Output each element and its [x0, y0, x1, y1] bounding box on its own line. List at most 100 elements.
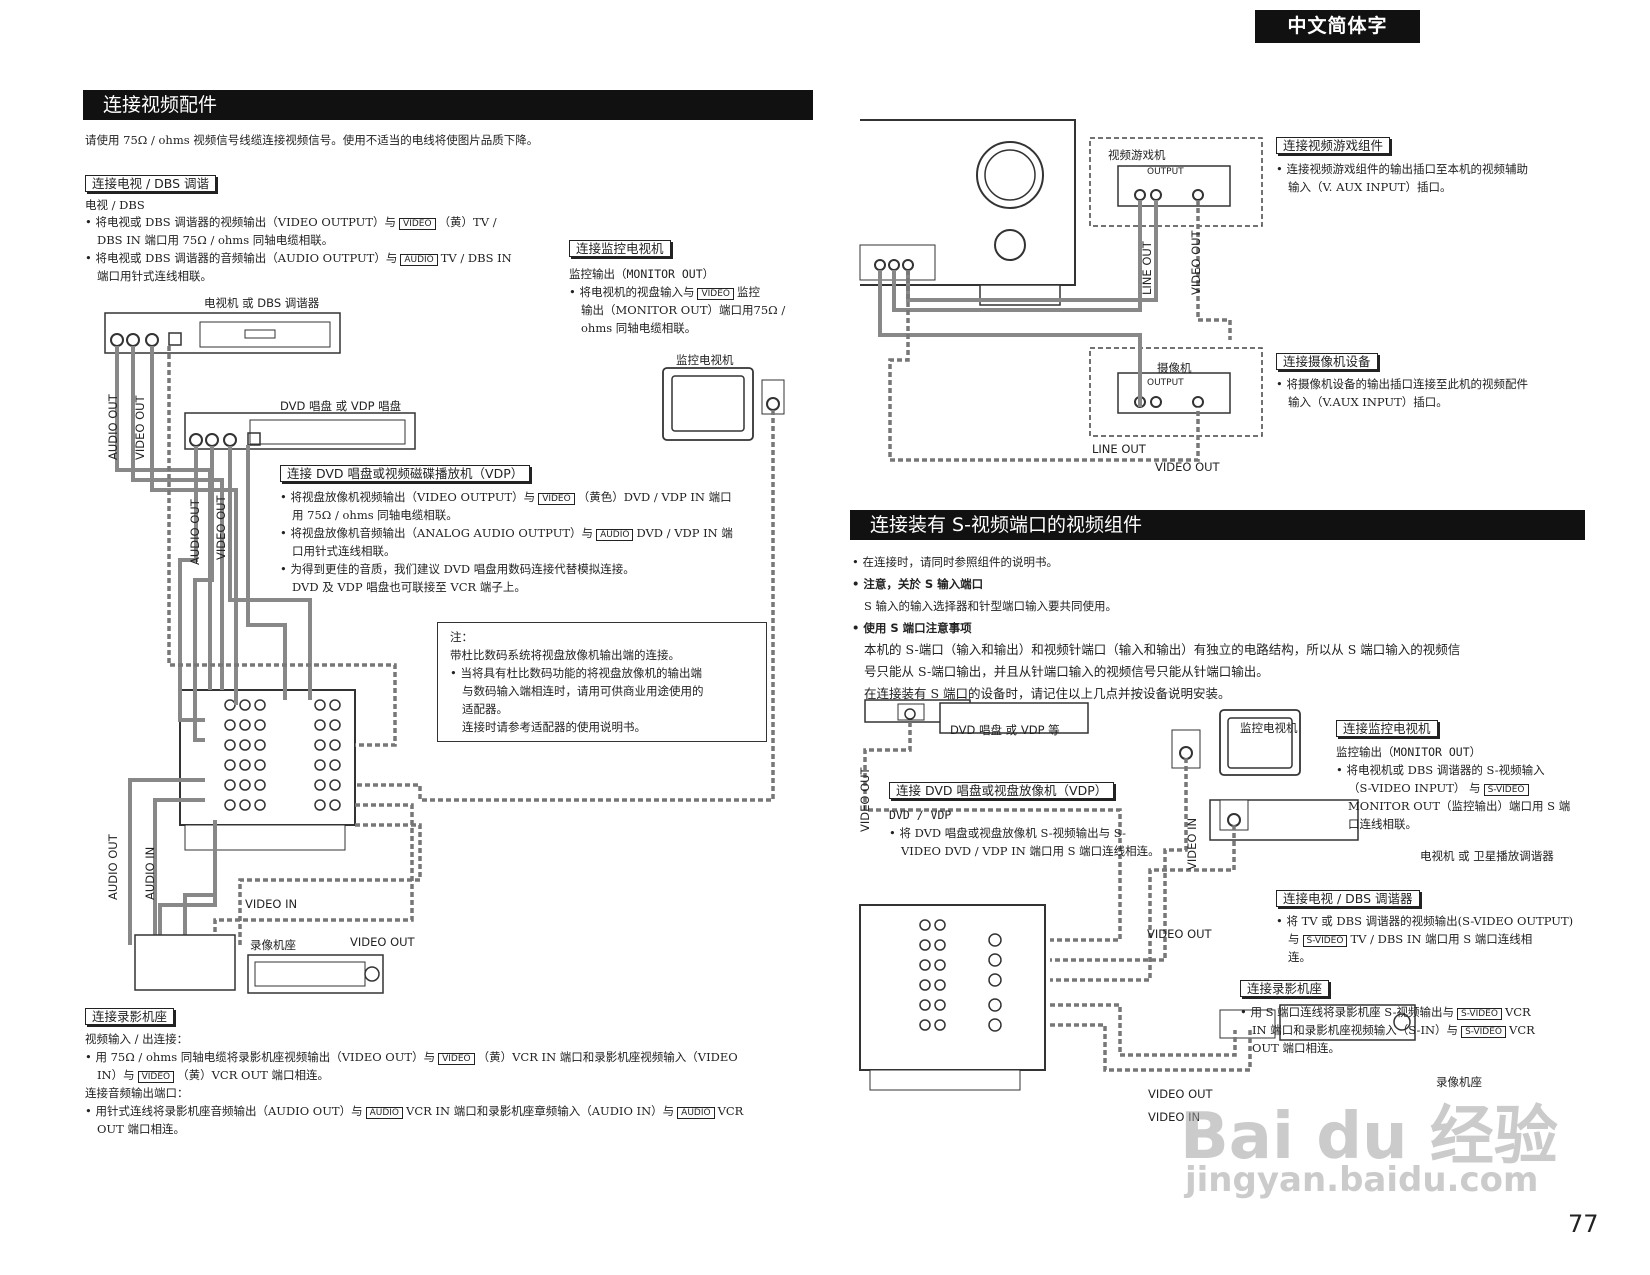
- audio-tag: AUDIO: [677, 1107, 715, 1119]
- camera-bullet-cont: 输入（V.AUX INPUT）插口。: [1288, 395, 1448, 409]
- game-bullet: 连接视频游戏组件的输出插口至本机的视频辅助: [1276, 160, 1528, 178]
- s-dvd-device: [939, 702, 1089, 734]
- audio-tag: AUDIO: [400, 254, 438, 266]
- video-out-label-2: VIDEO OUT: [214, 495, 228, 560]
- tv-dbs-heading: 连接电视 / DBS 调谐: [85, 175, 217, 192]
- vcr-sub-2: 连接音频输出端口：: [85, 1086, 189, 1100]
- s-monitor-video-in-label: VIDEO IN: [1185, 817, 1199, 870]
- dvd-heading: 连接 DVD 唱盘或视频磁碟播放机（VDP）: [280, 465, 531, 482]
- tv-dbs-bullet-1: 将电视或 DBS 调谐器的视频输出（VIDEO OUTPUT）与VIDEO（黄）…: [85, 213, 497, 231]
- dvd-bullet-3-cont: DVD 及 VDP 唱盘也可联接至 VCR 端子上。: [292, 580, 526, 594]
- watermark-url: jingyan.baidu.com: [1185, 1160, 1539, 1200]
- audio-tag: AUDIO: [596, 529, 634, 541]
- game-line-out-label: LINE OUT: [1140, 241, 1154, 295]
- s-video-tag: S-VIDEO: [1302, 935, 1348, 947]
- camera-device-label: 摄像机: [1157, 361, 1192, 375]
- s-dvd-bullet-cont: VIDEO DVD / VDP IN 端口用 S 端口连线相连。: [901, 844, 1160, 858]
- dvd-bullet-2: 将视盘放像机音频输出（ANALOG AUDIO OUTPUT）与AUDIODVD…: [280, 524, 733, 542]
- dvd-bullet-1-cont: 用 75Ω / ohms 同轴电缆相联。: [292, 508, 458, 522]
- vcr-heading: 连接录影机座: [85, 1008, 175, 1025]
- game-device-label: 视频游戏机: [1108, 148, 1166, 162]
- s-vcr-video-out-label: VIDEO OUT: [1148, 1087, 1213, 1101]
- audio-out-label-3: AUDIO OUT: [106, 834, 120, 900]
- camera-bullet: 将摄像机设备的输出插口连接至此机的视频配件: [1276, 375, 1528, 393]
- monitor-device-label: 监控电视机: [676, 353, 734, 367]
- receiver-back-panel: [179, 689, 356, 826]
- s-dvd-heading: 连接 DVD 唱盘或视盘放像机（VDP）: [889, 782, 1115, 799]
- note-title: 注：: [450, 630, 473, 644]
- dvd-bullet-2-cont: 口用针式连线相联。: [292, 544, 396, 558]
- note-bullet-cont1: 与数码输入端相连时，请用可供商业用途使用的: [462, 684, 704, 698]
- vcr-bullet-2-cont: OUT 端口相连。: [97, 1122, 185, 1136]
- monitor-sub: 监控输出（MONITOR OUT）: [569, 267, 715, 281]
- s-vcr-video-in-label: VIDEO IN: [1148, 1110, 1201, 1124]
- s-monitor-device-label: 监控电视机: [1240, 721, 1298, 735]
- s-dvd-video-out-label: VIDEO OUT: [858, 767, 872, 832]
- dvd-bullet-3: 为得到更佳的音质，我们建议 DVD 唱盘用数码连接代替模拟连接。: [280, 560, 634, 578]
- s-video-tag: S-VIDEO: [1483, 784, 1529, 796]
- note-line-1: 带杜比数码系统将视盘放像机输出端的连接。: [450, 648, 680, 662]
- s-video-tag: S-VIDEO: [1461, 1026, 1507, 1038]
- monitor-heading: 连接监控电视机: [569, 240, 671, 257]
- tv-dbs-bullet-1-cont: DBS IN 端口用 75Ω / ohms 同轴电缆相联。: [97, 233, 334, 247]
- svideo-p3-2: 号只能从 S-端口输出，并且从针端口输入的视频信号只能从针端口输出。: [864, 664, 1269, 679]
- video-out-label-1: VIDEO OUT: [133, 395, 147, 460]
- s-video-tag: S-VIDEO: [1456, 1008, 1502, 1020]
- tv-dbs-bullet-2-cont: 端口用针式连线相联。: [97, 269, 212, 283]
- svideo-p3-1: 本机的 S-端口（输入和输出）和视频针端口（输入和输出）有独立的电路结构，所以从…: [864, 642, 1461, 657]
- game-dashed-box: [1089, 137, 1263, 227]
- intro-text: 请使用 75Ω / ohms 视频信号线缆连接视频信号。使用不适当的电线将使图片…: [85, 133, 539, 147]
- page-number: 77: [1568, 1210, 1599, 1238]
- note-bullet: 当将具有杜比数码功能的将视盘放像机的输出端: [450, 664, 702, 682]
- camera-line-out-label: LINE OUT: [1092, 442, 1146, 456]
- monitor-bullet-cont2: ohms 同轴电缆相联。: [581, 321, 697, 335]
- language-tab: 中文简体字: [1255, 10, 1420, 43]
- game-output-label: OUTPUT: [1147, 167, 1184, 177]
- game-bullet-cont: 输入（V. AUX INPUT）插口。: [1288, 180, 1452, 194]
- audio-tag: AUDIO: [365, 1107, 404, 1119]
- camera-video-out-label: VIDEO OUT: [1155, 460, 1220, 474]
- left-connection-diagram: [104, 312, 785, 994]
- game-heading: 连接视频游戏组件: [1276, 137, 1391, 154]
- video-in-label: VIDEO IN: [245, 897, 298, 911]
- svideo-p2: S 输入的输入选择器和针型端口输入要共同使用。: [864, 599, 1118, 613]
- tv-dbs-sub: 电视 / DBS: [85, 198, 145, 212]
- s-tv-bullet-cont2: 连。: [1288, 950, 1311, 964]
- svideo-h2: 注意，关於 S 输入端口: [852, 575, 983, 593]
- tv-tuner-label: 电视机 或 DBS 调谐器: [204, 296, 320, 310]
- s-tv-heading: 连接电视 / DBS 调谐器: [1276, 890, 1420, 907]
- s-monitor-sub: 监控输出（MONITOR OUT）: [1336, 745, 1482, 759]
- svideo-p3-3: 在连接装有 S 端口的设备时，请记住以上几点并按设备说明安装。: [864, 686, 1231, 701]
- audio-in-label: AUDIO IN: [143, 846, 157, 900]
- s-tv-bullet: 将 TV 或 DBS 调谐器的视频输出(S-VIDEO OUTPUT): [1276, 912, 1573, 930]
- s-tv-video-out-label: VIDEO OUT: [1147, 927, 1212, 941]
- s-vcr-bullet-cont2: OUT 端口相连。: [1252, 1041, 1340, 1055]
- svideo-p1: 在连接时，请同时参照组件的说明书。: [852, 553, 1058, 571]
- s-vcr-device-label: 录像机座: [1436, 1075, 1482, 1089]
- s-dvd-sub: DVD / VDP: [889, 808, 952, 822]
- monitor-bullet-cont1: 输出（MONITOR OUT）端口用75Ω /: [581, 303, 786, 317]
- video-tag: VIDEO: [438, 1053, 475, 1065]
- camera-heading: 连接摄像机设备: [1276, 353, 1378, 370]
- video-tag: VIDEO: [399, 218, 436, 230]
- camera-output-label: OUTPUT: [1147, 378, 1184, 388]
- section-title-svideo: 连接装有 S-视频端口的视频组件: [850, 510, 1585, 540]
- s-receiver-back: [859, 904, 1046, 1071]
- video-tag: VIDEO: [137, 1071, 175, 1083]
- note-bullet-cont2: 适配器。: [462, 702, 508, 716]
- s-dvd-device-label: DVD 唱盘 或 VDP 等: [950, 723, 1060, 737]
- camera-dashed-box: [1089, 347, 1263, 437]
- s-tv-device-label: 电视机 或 卫星播放调谐器: [1420, 849, 1554, 863]
- section-title-video-accessories: 连接视频配件: [83, 90, 813, 120]
- dvd-device-label: DVD 唱盘 或 VDP 唱盘: [280, 399, 402, 413]
- video-tag: VIDEO: [538, 493, 575, 505]
- video-tag: VIDEO: [697, 288, 734, 300]
